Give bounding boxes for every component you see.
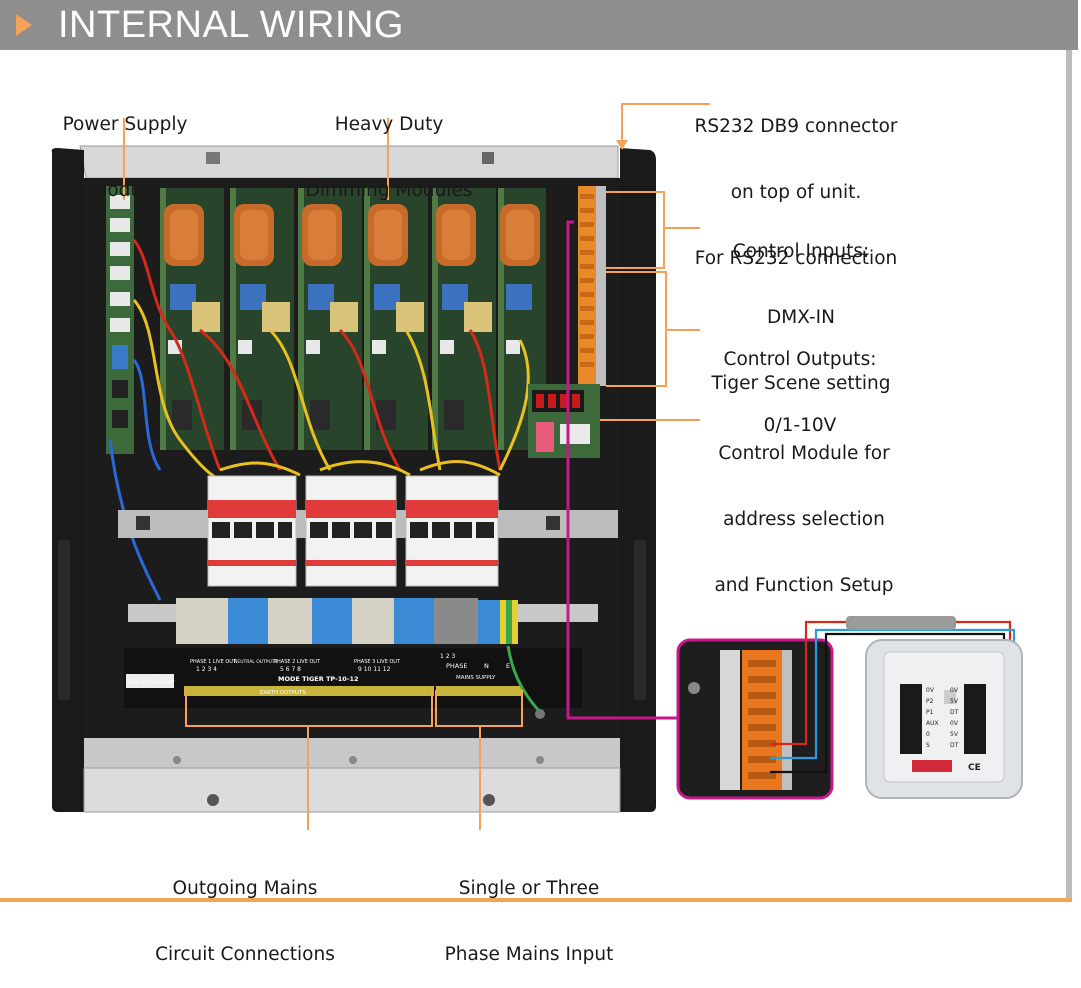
breaker-group-3 (405, 475, 499, 587)
ce-mark: CE (968, 763, 981, 773)
row-l-4: 0 (926, 731, 930, 738)
row-l-2: P1 (926, 709, 934, 716)
wiring-diagram: Serial Number PHASE 1 LIVE OUT PHASE 2 L… (51, 103, 1023, 830)
neutral-label: NEUTRAL OUTPUTS (234, 659, 278, 665)
phase2-label: PHASE 2 LIVE OUT (274, 659, 321, 665)
dimmer-module-2 (230, 188, 294, 450)
label-control-module: Control Module for address selection and… (714, 443, 894, 596)
cable-jacket (846, 616, 956, 630)
dimming-modules (160, 188, 546, 450)
earth-lug (535, 709, 545, 719)
control-terminal-strip (578, 186, 606, 386)
label-dimming-modules: Heavy Duty Dimming Modules (305, 114, 473, 201)
row-r-0: 0V (950, 687, 959, 694)
page-title: INTERNAL WIRING (58, 4, 404, 46)
circuit-breakers (118, 475, 618, 587)
circuits-a: 1 2 3 4 (196, 666, 217, 673)
row-l-5: S (926, 742, 930, 749)
n-label: N (484, 662, 489, 670)
label-control-inputs: Control Inputs: DMX-IN Tiger Scene setti… (711, 241, 891, 394)
phase-numbers: 1 2 3 (440, 653, 455, 660)
row-r-3: 0V (950, 720, 959, 727)
e-label: E (506, 662, 510, 670)
row-r-1: 5V (950, 698, 959, 705)
wall-module-labels: 0V P2 P1 AUX 0 S 0V 5V DT 0V 5V DT CE (926, 687, 981, 773)
row-r-5: DT (950, 742, 959, 749)
row-r-4: 5V (950, 731, 959, 738)
dimmer-module-5 (432, 188, 496, 450)
label-mains-input: Single or Three Phase Mains Input (444, 878, 614, 965)
circuits-c: 9 10 11 12 (358, 666, 391, 673)
leader-lines (123, 103, 710, 830)
breaker-group-1 (207, 475, 297, 587)
row-r-2: DT (950, 709, 959, 716)
row-l-3: AUX (926, 720, 939, 727)
footer-line (0, 898, 1072, 902)
circuits-b: 5 6 7 8 (280, 666, 301, 673)
terminal-blocks (124, 598, 598, 708)
zoom-inset (676, 638, 834, 800)
power-supply-board (106, 186, 134, 454)
phase1-label: PHASE 1 LIVE OUT (190, 659, 237, 665)
mains-supply-label: MAINS SUPPLY (456, 675, 496, 681)
row-l-1: P2 (926, 698, 934, 705)
label-rs232: RS232 DB9 connector on top of unit. For … (694, 116, 898, 269)
dimmer-module-3 (298, 188, 362, 450)
serial-label: Serial Number (128, 678, 175, 686)
dimmer-module-4 (364, 188, 428, 450)
label-outgoing-mains: Outgoing Mains Circuit Connections (155, 878, 335, 965)
zoom-connector (566, 220, 678, 720)
control-module (528, 384, 600, 458)
earth-label: EARTH OUTPUTS (260, 690, 306, 696)
label-power-supply: Power Supply Module (62, 114, 188, 201)
earth-wire (506, 645, 542, 714)
panel-labels: Serial Number PHASE 1 LIVE OUT PHASE 2 L… (128, 653, 510, 696)
right-border (1066, 50, 1072, 898)
rs232-arrow-icon (616, 140, 628, 150)
dimmer-module-1 (160, 188, 224, 450)
wall-module (865, 639, 1023, 799)
model-label: MODE TIGER TP-10-12 (278, 675, 359, 683)
play-triangle-icon (16, 14, 32, 36)
row-l-0: 0V (926, 687, 935, 694)
phase-label: PHASE (446, 662, 468, 670)
breaker-group-2 (305, 475, 397, 587)
phase3-label: PHASE 3 LIVE OUT (354, 659, 401, 665)
header-bar: INTERNAL WIRING (0, 0, 1078, 50)
label-control-outputs: Control Outputs: 0/1-10V (723, 349, 877, 436)
